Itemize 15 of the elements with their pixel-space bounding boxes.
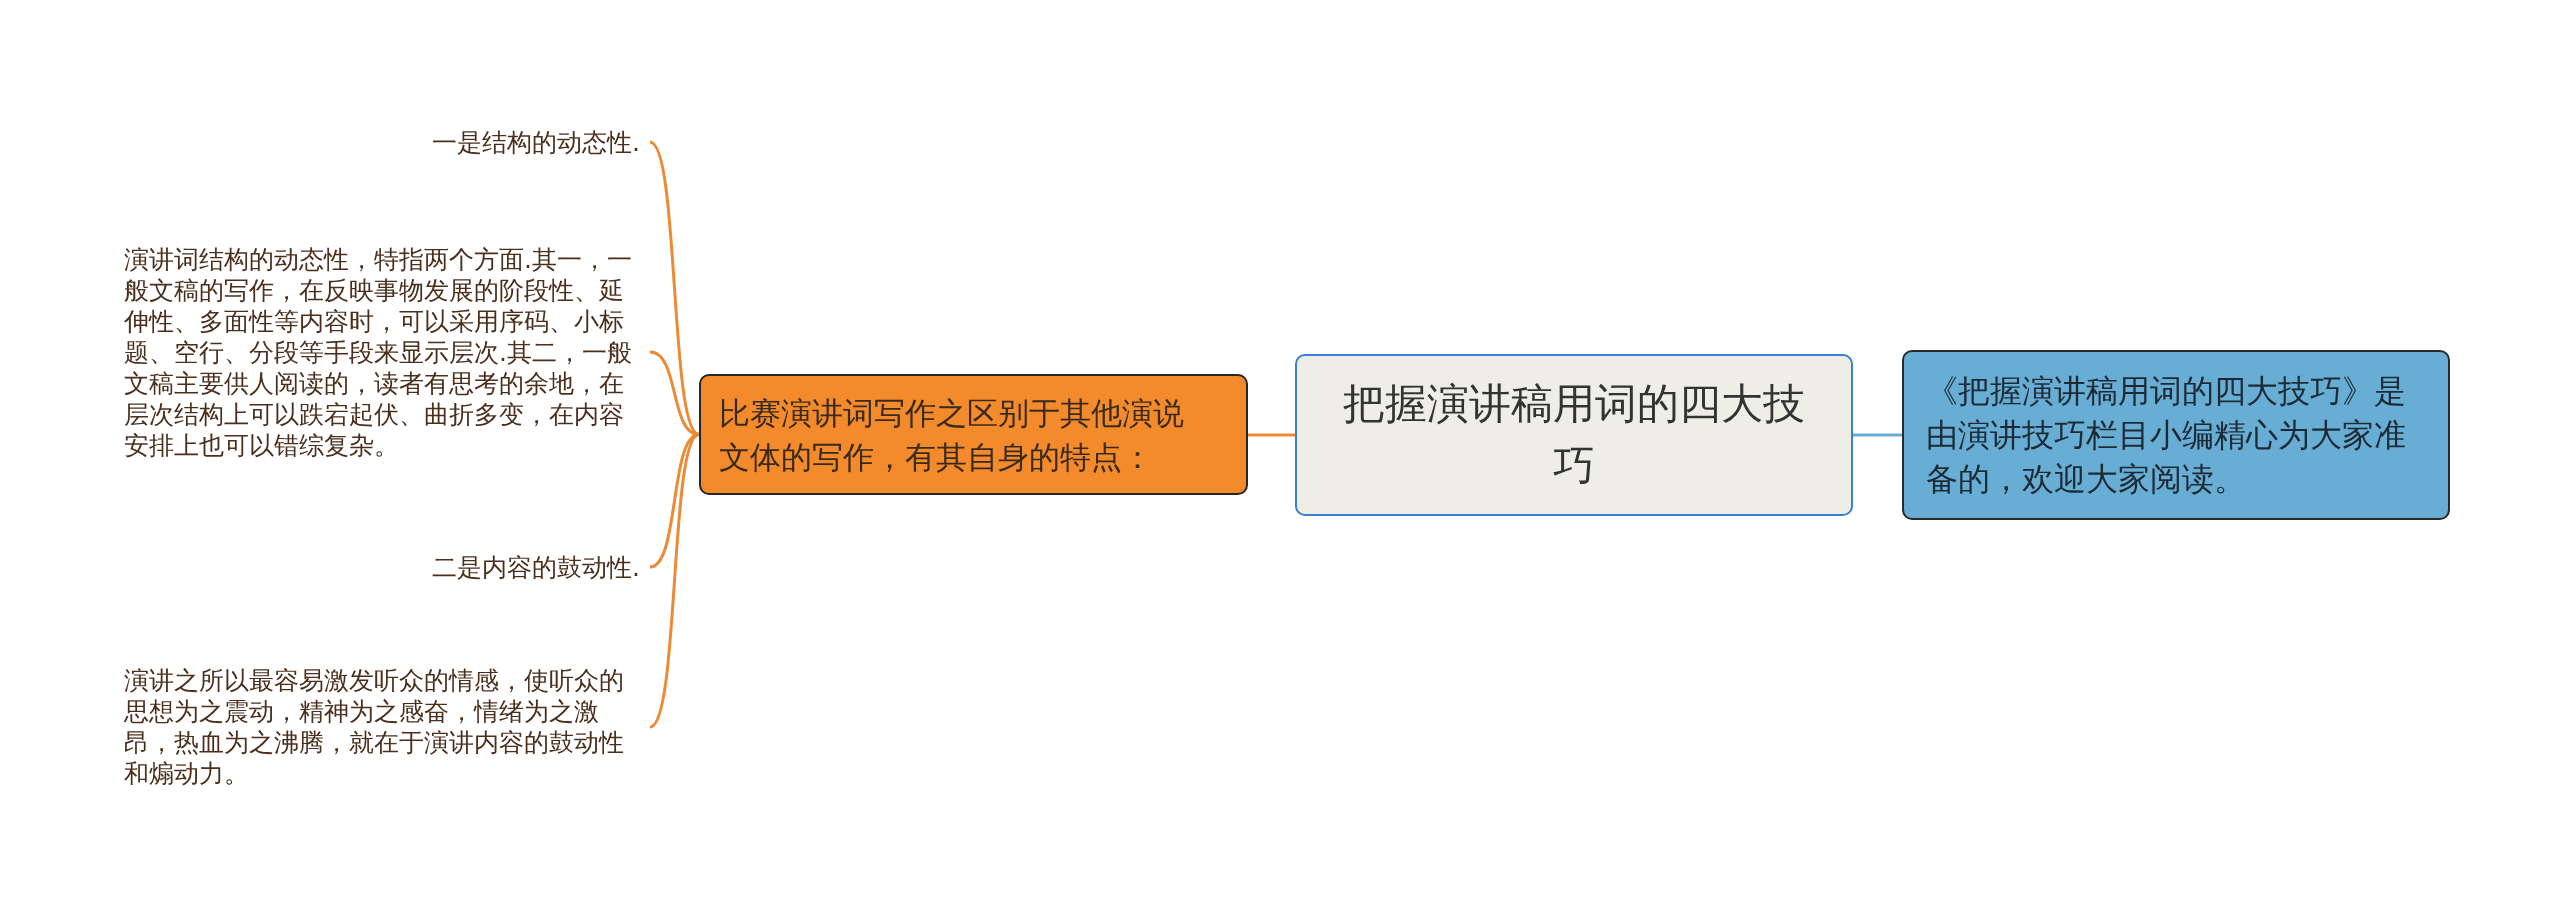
connector-curve <box>649 140 700 436</box>
branch-note-text: 二是内容的鼓动性. <box>432 551 650 583</box>
connector-curve <box>649 433 700 569</box>
info-box <box>1902 350 2450 520</box>
info-text: 《把握演讲稿用词的四大技巧》是由演讲技巧栏目小编精心为大家准备的，欢迎大家阅读。 <box>1926 371 2407 500</box>
connector-line <box>1853 433 1902 437</box>
connector-line <box>1248 433 1295 437</box>
branch-note-text: 演讲词结构的动态性，特指两个方面.其一，一般文稿的写作，在反映事物发展的阶段性、延伸性、多面性等内容时，可以采用序码、小标题、空行、分段等手段来显示层次.其二，一般文稿主要供人阅读的，读者有思考的余地，在层次结构上可以跌宕起伏、曲折多变，在内容安排上也可以错综复杂。 <box>124 243 650 461</box>
connector-curve <box>649 433 700 729</box>
central-topic-box <box>1295 354 1853 516</box>
topic-text: 比赛演讲词写作之区别于其他演说文体的写作，有其自身的特点： <box>719 393 1185 477</box>
topic-box <box>699 374 1248 495</box>
branch-note-text: 演讲之所以最容易激发听众的情感，使听众的思想为之震动，精神为之感奋，情绪为之激昂，热血为之沸腾，就在于演讲内容的鼓动性和煽动力。 <box>124 665 650 789</box>
branch-note-text: 一是结构的动态性. <box>432 126 650 158</box>
central-topic-text: 把握演讲稿用词的四大技巧 <box>1342 378 1806 492</box>
